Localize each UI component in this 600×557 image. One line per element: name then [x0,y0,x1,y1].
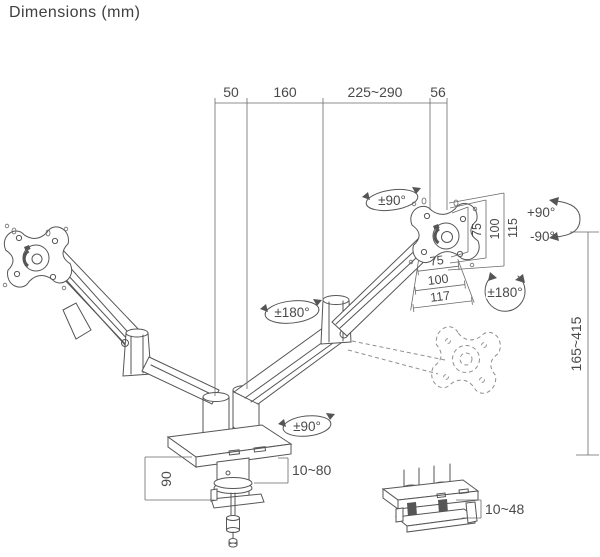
right-arm [233,237,435,405]
vesa-vertical-dimensions: 75 100 115 [447,192,520,271]
vesa-dim-75-v: 75 [470,223,484,237]
dim-clamp-grip: 10~80 [292,462,332,478]
vesa-dim-117-h: 117 [429,289,451,305]
dim-clamp-body: 90 [158,471,174,487]
rotation-tilt-up: +90° [527,205,555,220]
dim-head-width: 56 [430,84,446,100]
vesa-dim-100-v: 100 [488,219,502,240]
dim-arm-reach: 225~290 [348,84,403,100]
dim-pole-offset: 50 [223,84,239,100]
rotation-head-swivel: ±90° [378,193,406,208]
rotation-base-swivel: ±90° [293,419,321,434]
dim-pole-to-elbow: 160 [273,84,297,100]
desk-clamp-base [166,385,293,548]
phantom-plate [347,324,503,396]
dim-height-range: 165~415 [568,316,584,371]
page-title: Dimensions (mm) [9,4,141,21]
rotation-screen: ±180° [487,285,522,300]
vesa-dim-115-v: 115 [506,218,520,238]
left-vesa-plate [2,223,74,291]
top-dimension-chain: 50 160 225~290 56 [214,84,448,396]
rotation-tilt-down: -90° [530,229,555,244]
rotation-annotations: ±90° ±180° ±90° +90° -90° ±180° [260,187,581,437]
vesa-horizontal-dimensions: 75 100 117 [410,253,475,313]
vesa-dim-75-h: 75 [429,253,445,269]
clamp-dimensions: 90 10~80 [144,456,332,501]
vesa-dim-100-h: 100 [427,272,449,288]
dim-grommet-grip: 10~48 [485,501,525,517]
right-vesa-plate [408,197,481,268]
height-range-dimension: 165~415 [568,231,599,456]
grommet-base [381,463,480,533]
rotation-elbow-swivel: ±180° [274,305,309,320]
grommet-dimension: 10~48 [456,499,525,519]
